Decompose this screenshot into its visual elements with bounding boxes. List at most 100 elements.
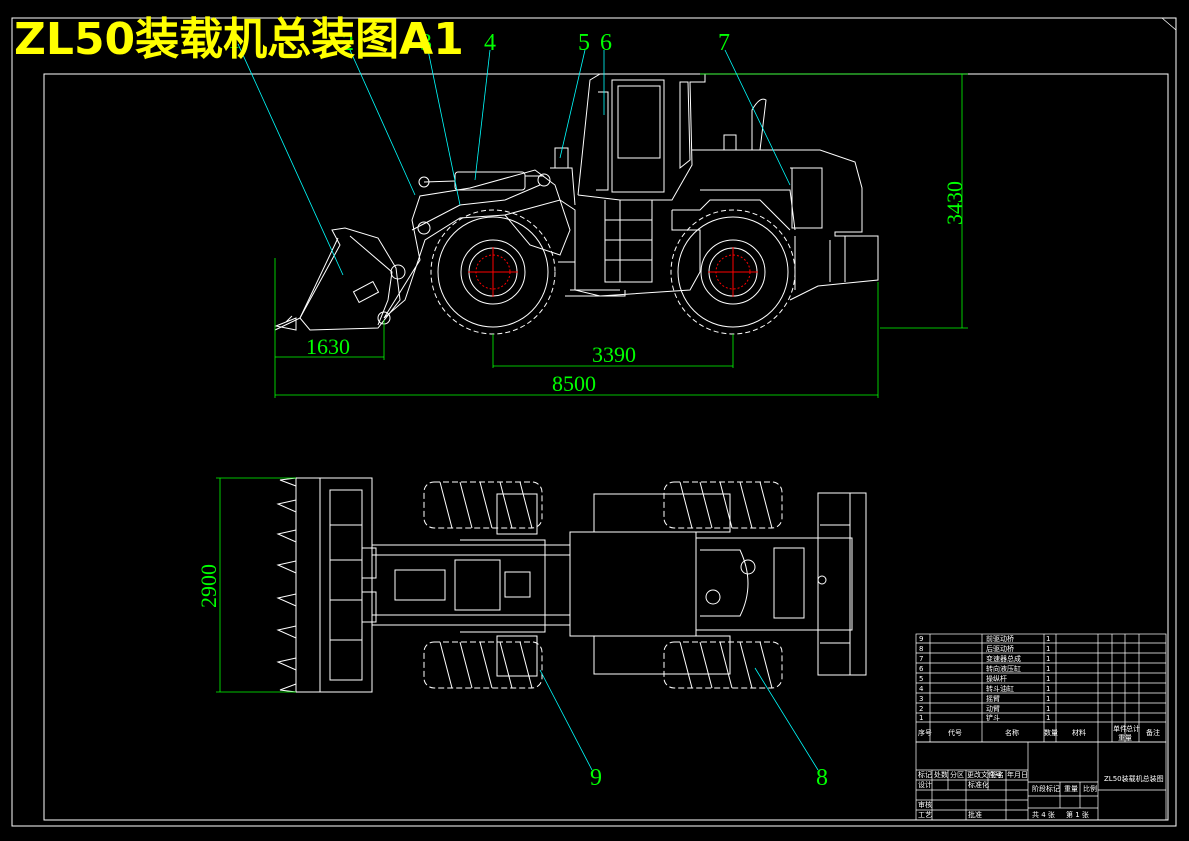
dim-overall-width: 2900: [196, 564, 221, 608]
parts-row-no: 7: [919, 655, 923, 663]
parts-row-name: 后驱动桥: [986, 644, 1014, 653]
parts-header-total-weight: 总计: [1126, 724, 1140, 733]
parts-row-no: 3: [919, 695, 923, 703]
tb-label: 工艺: [918, 811, 932, 819]
side-bucket: [274, 227, 401, 331]
tb-sheet-count: 共 4 张: [1032, 810, 1055, 819]
tb-label: 处数: [934, 770, 948, 779]
top-wheel-front-right: [423, 641, 543, 689]
parts-row-qty: 1: [1046, 685, 1050, 693]
cab-steps: [604, 200, 653, 283]
dim-overall-height: 3430: [942, 181, 967, 225]
tilt-cylinder: [454, 171, 526, 191]
tb-sheet-number: 第 1 张: [1066, 810, 1089, 819]
parts-list: [915, 633, 1167, 743]
parts-row-name: 前驱动桥: [986, 634, 1014, 643]
exhaust-pipe: [751, 98, 767, 151]
side-boom: [383, 169, 571, 319]
parts-row-name: 变速器总成: [986, 654, 1021, 663]
parts-row-no: 6: [919, 665, 924, 673]
tb-label: 设计: [918, 780, 932, 789]
cab-door: [611, 79, 665, 193]
leader-lines: [237, 43, 819, 771]
parts-header-code: 代号: [948, 728, 962, 737]
dim-bucket-reach: 1630: [306, 334, 350, 359]
tb-label: 标准化: [968, 780, 989, 789]
top-dimensions: [216, 477, 296, 693]
top-boom: [372, 544, 570, 626]
radiator-grille: [791, 167, 823, 229]
top-engine-body: [695, 537, 853, 631]
side-engine-hood: [692, 149, 879, 301]
tb-label: 标记: [918, 770, 932, 779]
cab-window: [617, 85, 661, 159]
parts-row-name: 动臂: [986, 704, 1000, 713]
parts-row-no: 5: [919, 675, 923, 683]
parts-row-name: 操纵杆: [986, 674, 1007, 683]
parts-row-name: 转斗油缸: [986, 684, 1014, 693]
parts-header-no: 序号: [918, 728, 932, 737]
parts-row-qty: 1: [1046, 665, 1050, 673]
parts-row-no: 8: [919, 645, 923, 653]
parts-row-qty: 1: [1046, 645, 1050, 653]
parts-header-name: 名称: [1005, 728, 1019, 737]
side-front-wheel: [430, 209, 556, 335]
dim-wheelbase: 3390: [592, 342, 636, 367]
parts-row-qty: 1: [1046, 714, 1050, 722]
callout-5: 5: [578, 30, 590, 56]
callout-8: 8: [816, 765, 828, 791]
side-cab: [577, 73, 706, 201]
parts-row-qty: 1: [1046, 655, 1050, 663]
parts-row-name: 铲斗: [986, 713, 1000, 722]
frame-mark: [1161, 17, 1177, 31]
top-view: [276, 477, 867, 693]
side-view: [274, 73, 879, 335]
parts-row-no: 9: [919, 635, 923, 643]
callout-9: 9: [590, 765, 602, 791]
tb-label: 重量: [1064, 785, 1078, 793]
side-rear-wheel: [670, 209, 796, 335]
tb-drawing-name: ZL50装载机总装图: [1104, 774, 1164, 783]
top-counterweight: [817, 492, 867, 676]
parts-row-name: 摇臂: [986, 694, 1000, 703]
parts-list-rows: 9 前驱动桥 1 8 后驱动桥 1 7 变速器总成 1 6 转向液压缸 1 5 …: [918, 634, 1160, 742]
title-block: [915, 741, 1167, 821]
parts-header-unit-weight: 单件: [1113, 724, 1127, 733]
tb-label: 阶段标记: [1032, 784, 1060, 793]
top-bucket: [295, 477, 373, 693]
top-cab: [569, 531, 697, 637]
tb-label: 比例: [1083, 784, 1097, 793]
top-wheel-rear-left: [663, 481, 783, 529]
top-wheel-front-left: [423, 481, 543, 529]
parts-header-weight: 重量: [1118, 734, 1132, 742]
tb-label: 审核: [918, 800, 932, 809]
tb-label: 分区: [950, 770, 964, 779]
parts-row-qty: 1: [1046, 705, 1050, 713]
parts-row-qty: 1: [1046, 675, 1050, 683]
outer-frame: [11, 17, 1177, 827]
side-dimensions: [274, 73, 968, 398]
parts-header-material: 材料: [1072, 728, 1086, 737]
bucket-teeth: [276, 477, 297, 693]
callout-2: 2: [342, 30, 354, 56]
tb-label: 年月日: [1007, 770, 1028, 779]
parts-header-qty: 数量: [1044, 728, 1058, 737]
parts-row-qty: 1: [1046, 635, 1050, 643]
tb-label: 批准: [968, 810, 982, 819]
callout-4: 4: [484, 30, 496, 56]
tb-label: 签名: [990, 770, 1004, 779]
parts-row-no: 4: [919, 685, 924, 693]
parts-row-name: 转向液压缸: [986, 664, 1021, 673]
drawing-title: ZL50装载机总装图A1: [14, 14, 464, 65]
callout-6: 6: [600, 30, 612, 56]
top-wheel-rear-right: [663, 641, 783, 689]
callout-labels: 1 2 3 4 5 6 7 9 8: [228, 28, 828, 791]
tb-label: 更改文件号: [967, 770, 1002, 779]
callout-3: 3: [420, 30, 432, 56]
callout-1: 1: [228, 28, 240, 54]
parts-row-qty: 1: [1046, 695, 1050, 703]
dim-overall-length: 8500: [552, 371, 596, 396]
parts-header-remark: 备注: [1146, 728, 1160, 737]
callout-7: 7: [718, 30, 730, 56]
